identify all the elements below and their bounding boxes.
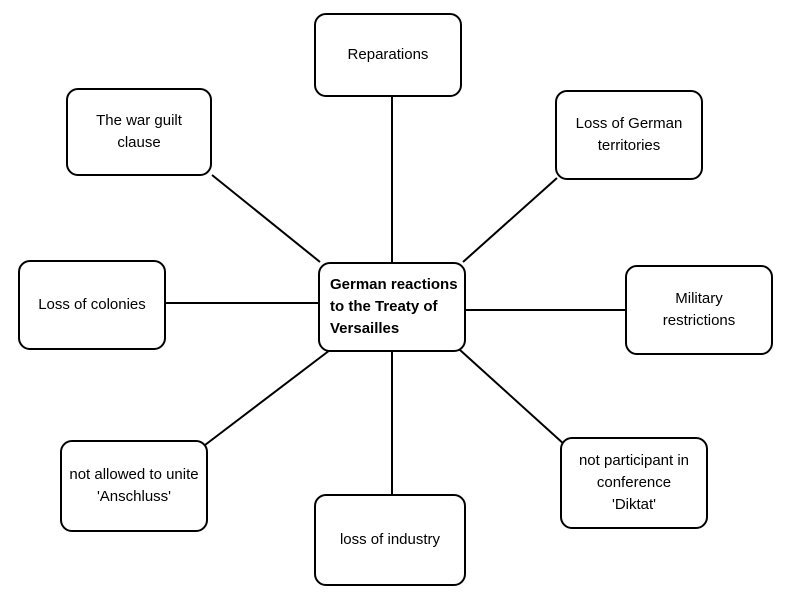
connector-territories <box>462 177 558 263</box>
node-reparations-label: Reparations <box>347 46 429 63</box>
node-reparations: Reparations <box>314 13 462 97</box>
node-war-guilt: The war guilt clause <box>66 88 212 176</box>
central-topic-box: German reactions to the Treaty of Versai… <box>318 262 466 352</box>
connector-anschluss <box>204 349 331 446</box>
node-anschluss-label: not allowed to unite 'Anschluss' <box>69 466 199 505</box>
node-war-guilt-label: The war guilt clause <box>96 112 182 151</box>
node-diktat: not participant in conference 'Diktat' <box>560 437 708 529</box>
node-industry: loss of industry <box>314 494 466 586</box>
node-anschluss: not allowed to unite 'Anschluss' <box>60 440 208 532</box>
connector-diktat <box>459 349 566 446</box>
node-diktat-label: not participant in conference 'Diktat' <box>578 452 690 513</box>
node-industry-label: loss of industry <box>339 531 441 548</box>
node-territories: Loss of German territories <box>555 90 703 180</box>
node-territories-label: Loss of German territories <box>575 115 683 154</box>
connector-war-guilt <box>211 174 321 263</box>
node-colonies: Loss of colonies <box>18 260 166 350</box>
node-military-label: Military restrictions <box>662 290 736 329</box>
node-military: Military restrictions <box>625 265 773 355</box>
node-colonies-label: Loss of colonies <box>38 296 146 313</box>
central-topic-label: German reactions to the Treaty of Versai… <box>330 276 458 337</box>
